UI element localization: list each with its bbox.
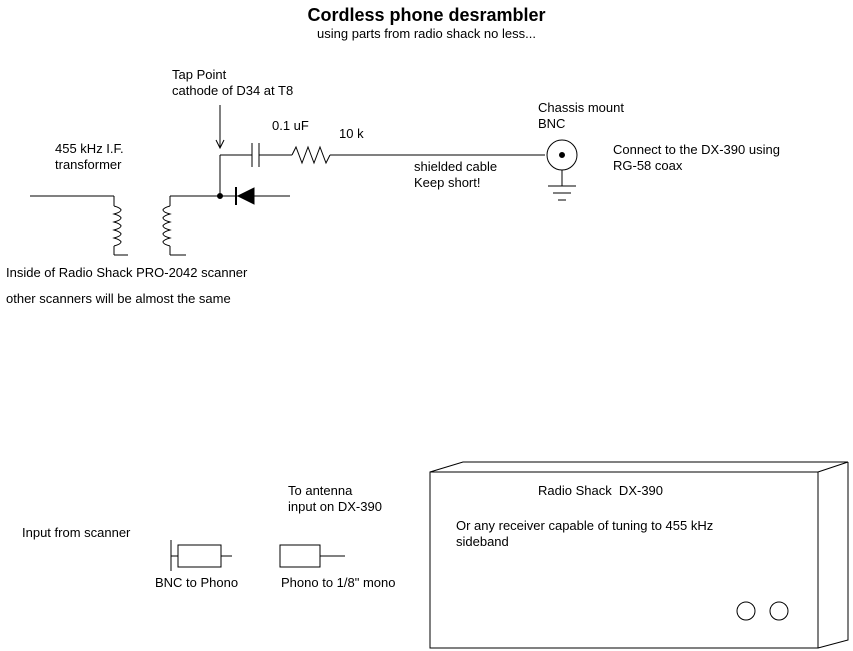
capacitor-label: 0.1 uF xyxy=(272,118,309,133)
antenna-label-2: input on DX-390 xyxy=(288,499,382,514)
receiver-note-1: Or any receiver capable of tuning to 455… xyxy=(456,518,714,533)
junction-dot xyxy=(217,193,223,199)
bnc-label-1: Chassis mount xyxy=(538,100,624,115)
tap-point-label: Tap Point xyxy=(172,67,227,82)
bnc-connector-symbol xyxy=(546,139,578,201)
tap-point-detail: cathode of D34 at T8 xyxy=(172,83,294,98)
bnc-to-phono-label: BNC to Phono xyxy=(155,575,239,590)
connect-label-2: RG-58 coax xyxy=(613,158,683,173)
bnc-to-phono-adapter xyxy=(170,540,232,571)
input-from-scanner-label: Input from scanner xyxy=(22,525,131,540)
inside-scanner-label: Inside of Radio Shack PRO-2042 scanner xyxy=(6,265,248,280)
receiver-name: Radio Shack DX-390 xyxy=(538,483,664,498)
cable-label-2: Keep short! xyxy=(414,175,481,190)
diagram-title: Cordless phone desrambler xyxy=(307,5,546,25)
diode-symbol xyxy=(235,187,255,205)
bnc-label-2: BNC xyxy=(538,116,566,131)
phono-to-mono-label: Phono to 1/8" mono xyxy=(281,575,396,590)
diagram-subtitle: using parts from radio shack no less... xyxy=(317,26,536,41)
transformer-label-1: 455 kHz I.F. xyxy=(55,141,124,156)
tap-point-arrow xyxy=(215,105,225,150)
antenna-label-1: To antenna xyxy=(288,483,353,498)
other-scanners-label: other scanners will be almost the same xyxy=(6,291,231,306)
transformer-label-2: transformer xyxy=(55,157,122,172)
capacitor-symbol xyxy=(251,143,292,167)
connect-label-1: Connect to the DX-390 using xyxy=(613,142,780,157)
receiver-knob-1 xyxy=(736,601,756,621)
if-transformer-symbol xyxy=(30,195,290,256)
cable-label-1: shielded cable xyxy=(414,159,498,174)
receiver-knob-2 xyxy=(769,601,789,621)
resistor-label: 10 k xyxy=(339,126,364,141)
phono-to-mono-adapter xyxy=(279,544,345,568)
receiver-box xyxy=(429,461,849,649)
resistor-symbol xyxy=(291,145,331,165)
receiver-note-2: sideband xyxy=(456,534,509,549)
